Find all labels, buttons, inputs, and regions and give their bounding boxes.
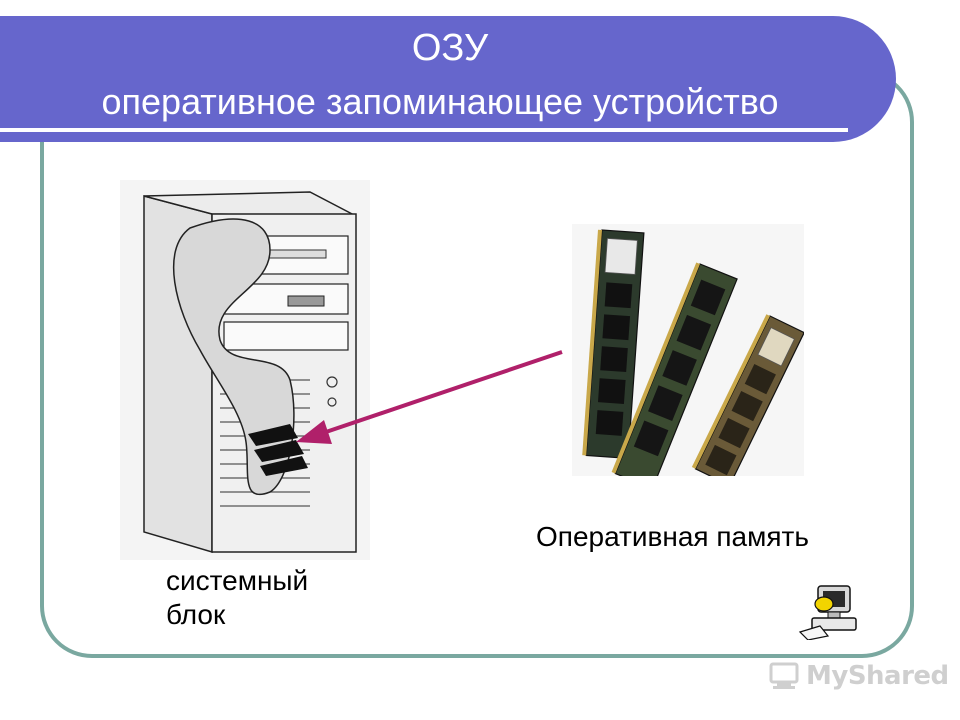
system-unit-label-line2: блок <box>166 599 226 630</box>
title-underline <box>0 128 848 132</box>
ram-label: Оперативная память <box>536 521 809 552</box>
myshared-watermark: MyShared <box>768 656 949 696</box>
title-banner <box>0 16 896 142</box>
computer-clipart-icon <box>798 585 857 640</box>
system-unit-label-line1: системный <box>166 565 309 596</box>
slide-subtitle: оперативное запоминающее устройство <box>101 81 779 122</box>
pc-tower-illustration <box>120 180 370 560</box>
slide-title: ОЗУ <box>411 27 489 69</box>
pointer-arrow <box>296 350 563 444</box>
system-unit-label: системный блок <box>166 564 386 632</box>
watermark-text: MyShared <box>806 661 949 691</box>
myshared-logo-icon <box>769 662 799 689</box>
ram-modules-illustration <box>572 224 804 476</box>
